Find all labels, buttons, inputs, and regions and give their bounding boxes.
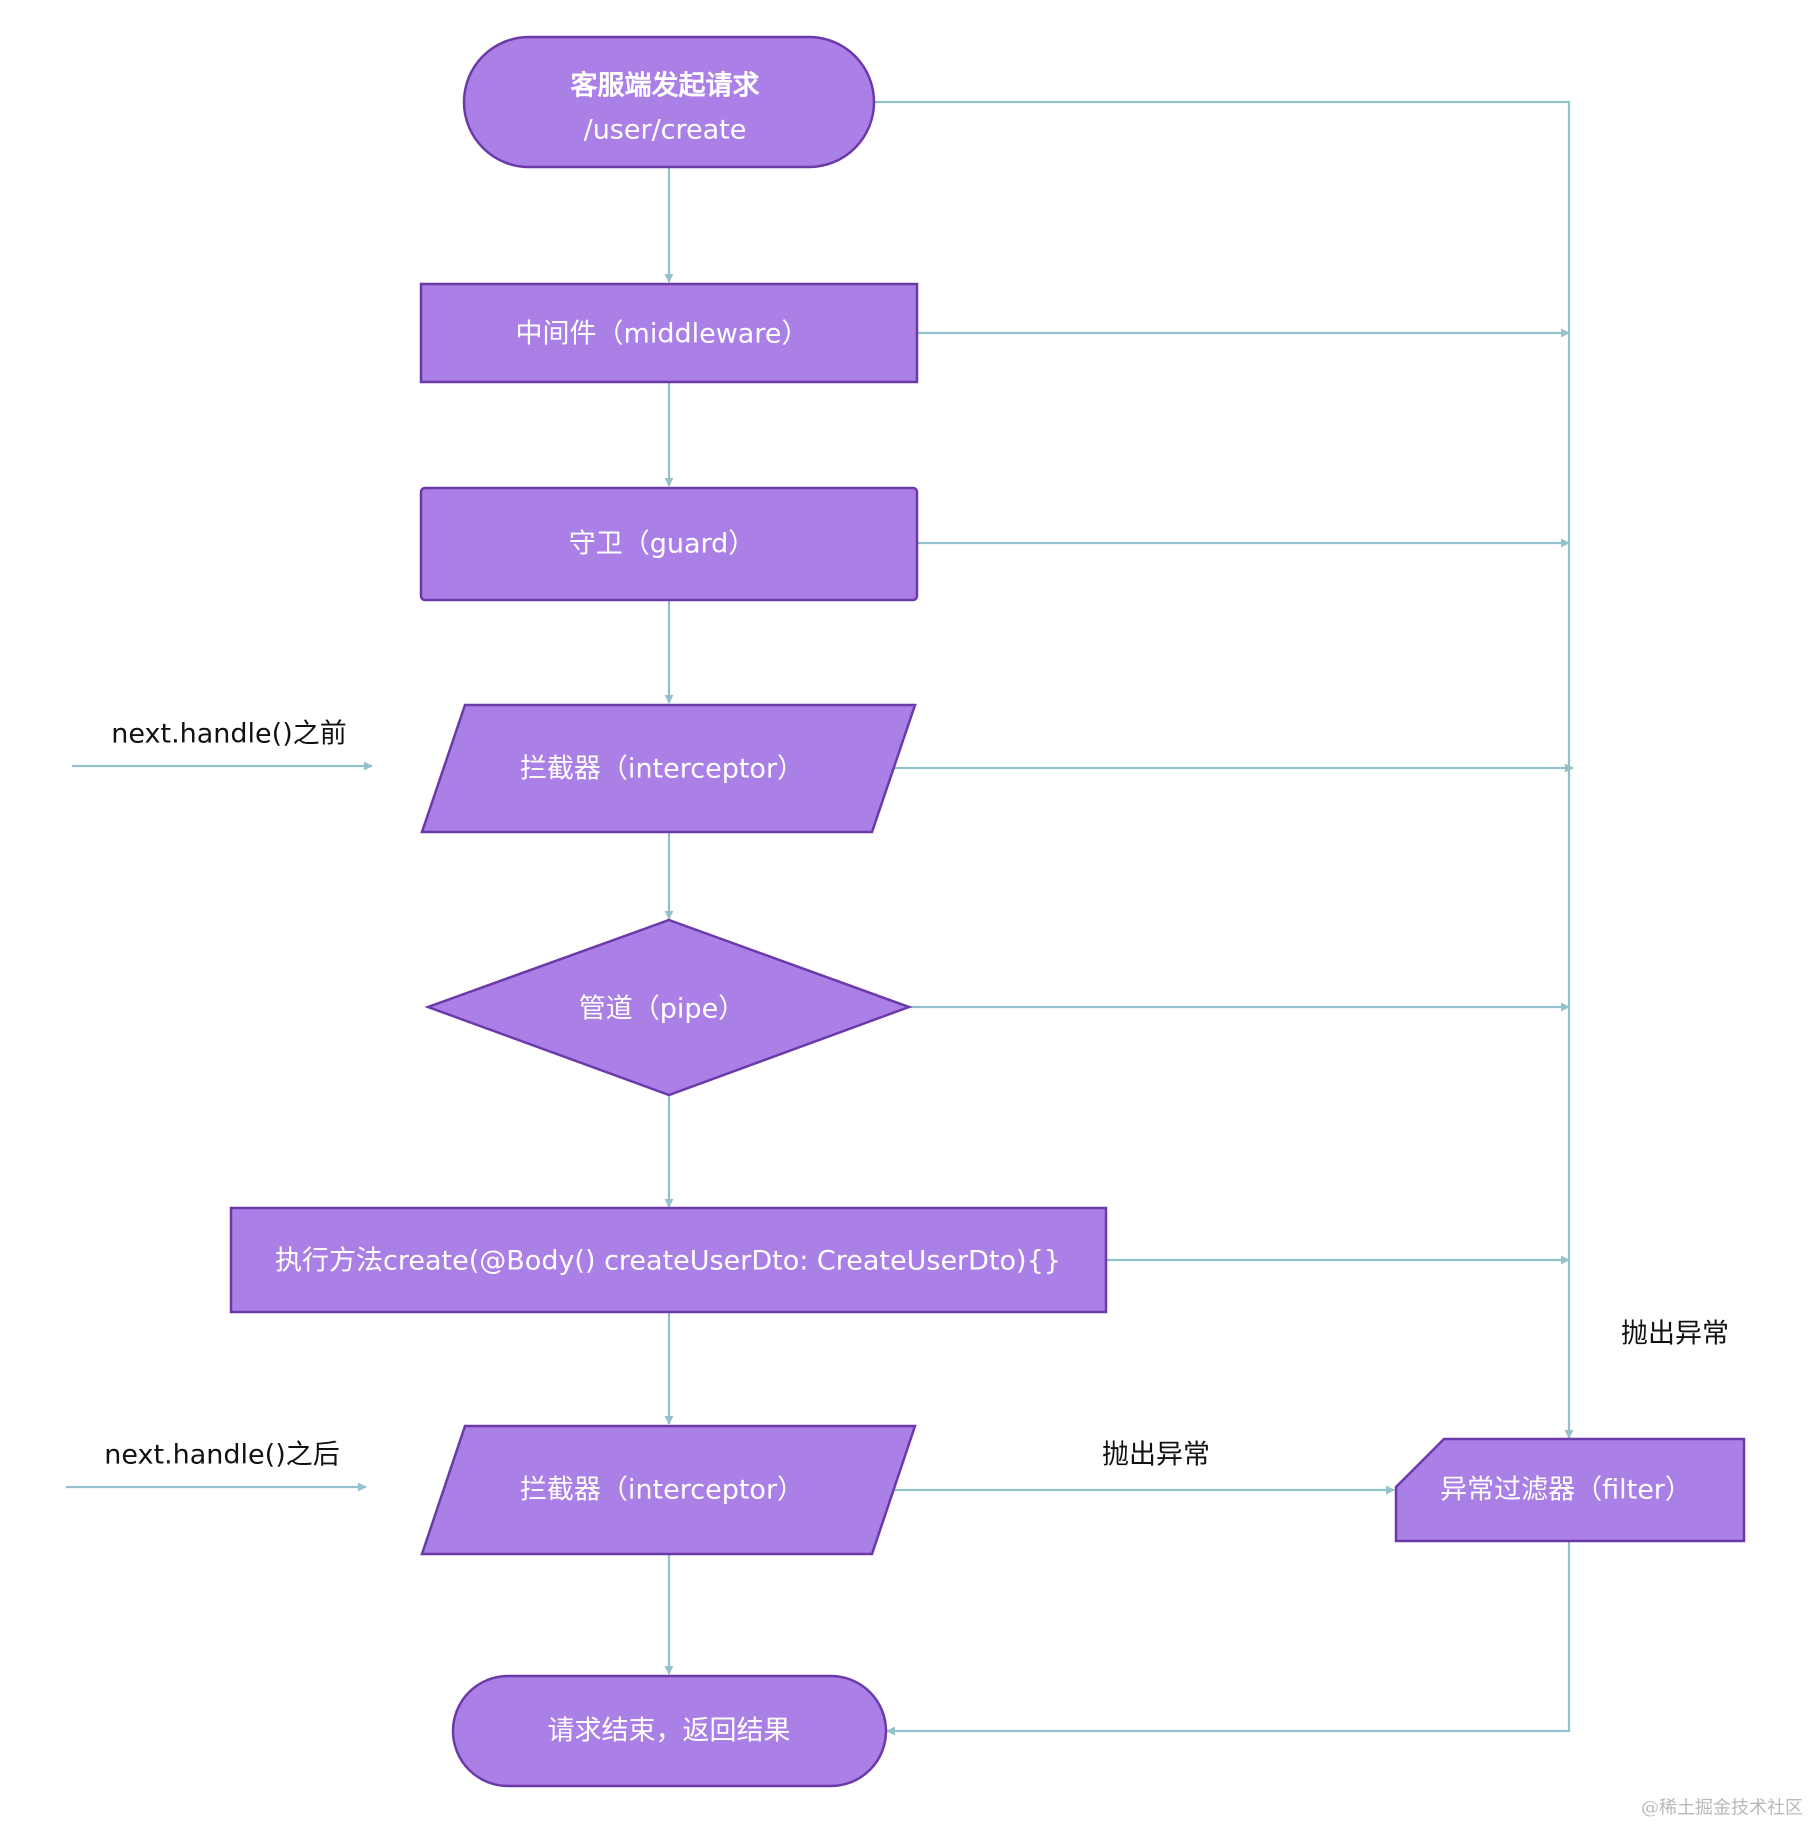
after-handle-label: next.handle()之后 [104,1440,340,1471]
node-end: 请求结束，返回结果 [451,1674,888,1788]
edge-start-to-exception-bus [875,100,1574,1439]
throw-exception-label-bottom: 抛出异常 [1102,1440,1210,1471]
guard-label: 守卫（guard） [569,529,756,560]
start-terminator-shape [462,35,876,169]
interceptor-before-parallelogram [420,703,917,834]
node-start: 客服端发起请求 /user/create [462,35,876,169]
node-guard: 守卫（guard） [419,486,919,602]
interceptor-after-label: 拦截器（interceptor） [520,1475,804,1506]
node-interceptor-after: 拦截器（interceptor） [420,1424,917,1556]
node-middleware: 中间件（middleware） [419,282,919,384]
node-pipe: 管道（pipe） [424,918,913,1097]
node-interceptor-before: 拦截器（interceptor） [420,703,917,834]
handler-label: 执行方法create(@Body() createUserDto: Create… [275,1246,1061,1277]
start-title: 客服端发起请求 [571,70,760,102]
guard-process-shape [419,486,919,602]
pipe-diamond [424,918,913,1097]
watermark: @稀土掘金技术社区 [1641,1798,1803,1819]
exception-edges [875,100,1574,1736]
interceptor-after-parallelogram [420,1424,917,1556]
node-handler: 执行方法create(@Body() createUserDto: Create… [229,1206,1108,1314]
edge-filter-to-end [886,1542,1571,1736]
end-label: 请求结束，返回结果 [548,1716,791,1747]
side-arrows [66,761,373,1492]
handler-process-shape [229,1206,1108,1314]
end-terminator-shape [451,1674,888,1788]
middleware-label: 中间件（middleware） [516,319,809,350]
filter-label: 异常过滤器（filter） [1440,1475,1692,1506]
throw-exception-label-right: 抛出异常 [1621,1319,1729,1350]
node-filter: 异常过滤器（filter） [1394,1437,1746,1543]
interceptor-before-label: 拦截器（interceptor） [520,754,804,785]
start-path: /user/create [584,115,747,146]
before-handle-label: next.handle()之前 [111,719,347,750]
pipe-label: 管道（pipe） [579,994,745,1025]
filter-card-shape [1394,1437,1746,1543]
middleware-process-shape [419,282,919,384]
